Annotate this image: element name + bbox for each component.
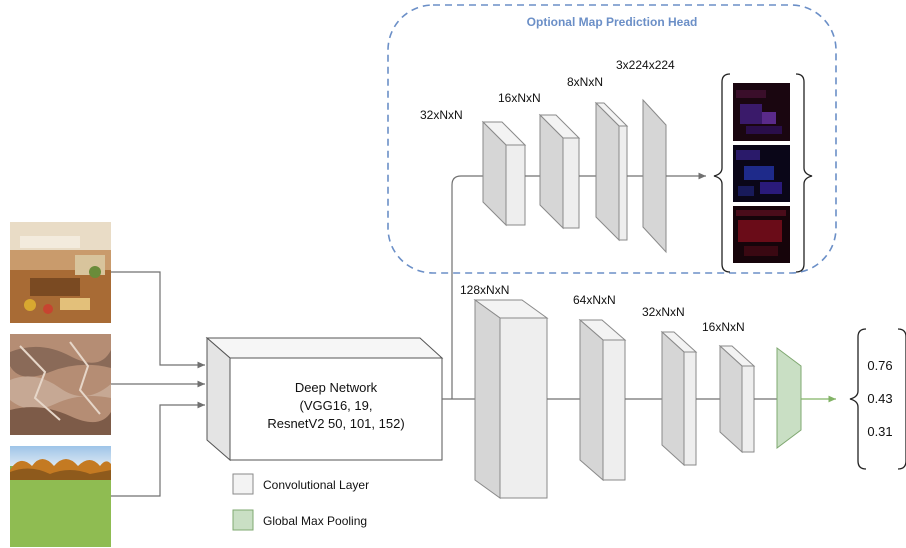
global-max-pooling-layer (776, 347, 802, 449)
head-layer-label-32: 32xNxN (420, 108, 463, 122)
deep-network-resnet: ResnetV2 50, 101, 152) (267, 416, 404, 431)
conv-layer-16 (718, 344, 756, 454)
legend-pool-swatch (232, 509, 254, 531)
legend-conv-swatch (232, 473, 254, 495)
main-layer-label-128: 128xNxN (460, 283, 509, 297)
head-conv-layer-16 (538, 113, 581, 230)
main-layer-label-32: 32xNxN (642, 305, 685, 319)
conv-layer-32 (660, 330, 698, 467)
head-conv-layer-8 (594, 101, 629, 242)
input-image-field (10, 446, 111, 547)
output-value-2: 0.43 (867, 391, 892, 406)
head-layer-label-3x224: 3x224x224 (616, 58, 675, 72)
deep-network-box (205, 336, 444, 462)
conv-layer-128 (473, 299, 549, 499)
legend-pool-label: Global Max Pooling (263, 514, 367, 528)
legend-conv-label: Convolutional Layer (263, 478, 369, 492)
output-value-3: 0.31 (867, 424, 892, 439)
input-image-canyon (10, 334, 111, 435)
prediction-map-2 (733, 145, 790, 202)
conv-layer-64 (578, 318, 627, 482)
optional-head-title: Optional Map Prediction Head (527, 15, 698, 29)
head-output-layer (642, 98, 667, 254)
output-value-1: 0.76 (867, 358, 892, 373)
deep-network-models: (VGG16, 19, (300, 398, 373, 413)
optional-head-region (387, 4, 837, 274)
main-layer-label-16: 16xNxN (702, 320, 745, 334)
output-bracket (849, 328, 867, 470)
prediction-map-3 (733, 206, 790, 263)
head-layer-label-16: 16xNxN (498, 91, 541, 105)
head-layer-label-8: 8xNxN (567, 75, 603, 89)
main-layer-label-64: 64xNxN (573, 293, 616, 307)
deep-network-label: Deep Network (295, 380, 378, 395)
input-image-interior (10, 222, 111, 323)
map-bracket (713, 73, 731, 273)
prediction-map-1 (733, 83, 790, 141)
head-conv-layer-32 (481, 120, 527, 227)
